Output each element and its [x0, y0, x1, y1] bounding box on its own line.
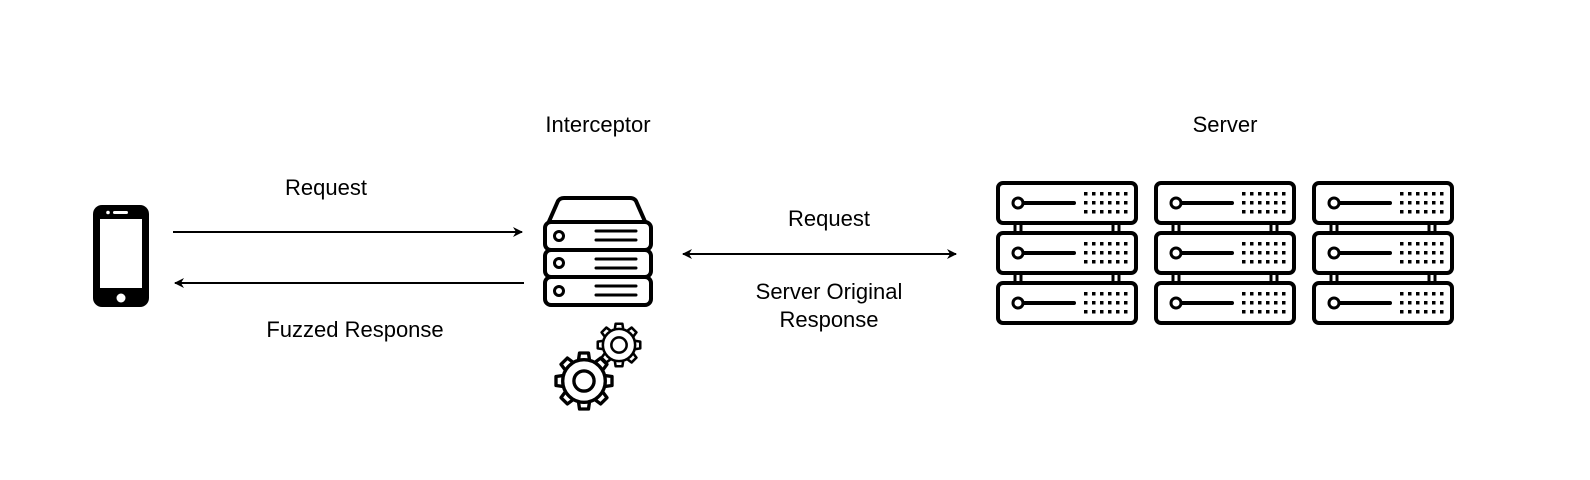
server-rack-icon	[998, 183, 1452, 323]
server-original-response-label-line2: Response	[779, 307, 879, 332]
interceptor-label: Interceptor	[545, 112, 651, 137]
server-original-response-label-line1: Server Original	[755, 279, 903, 304]
fuzzed-response-label: Fuzzed Response	[266, 317, 444, 342]
gears-icon	[554, 322, 642, 411]
request-label-left: Request	[285, 175, 367, 200]
server-label: Server	[1192, 112, 1258, 137]
smartphone-icon	[93, 205, 149, 307]
server-stack-icon	[543, 196, 653, 307]
request-label-right: Request	[788, 206, 870, 231]
